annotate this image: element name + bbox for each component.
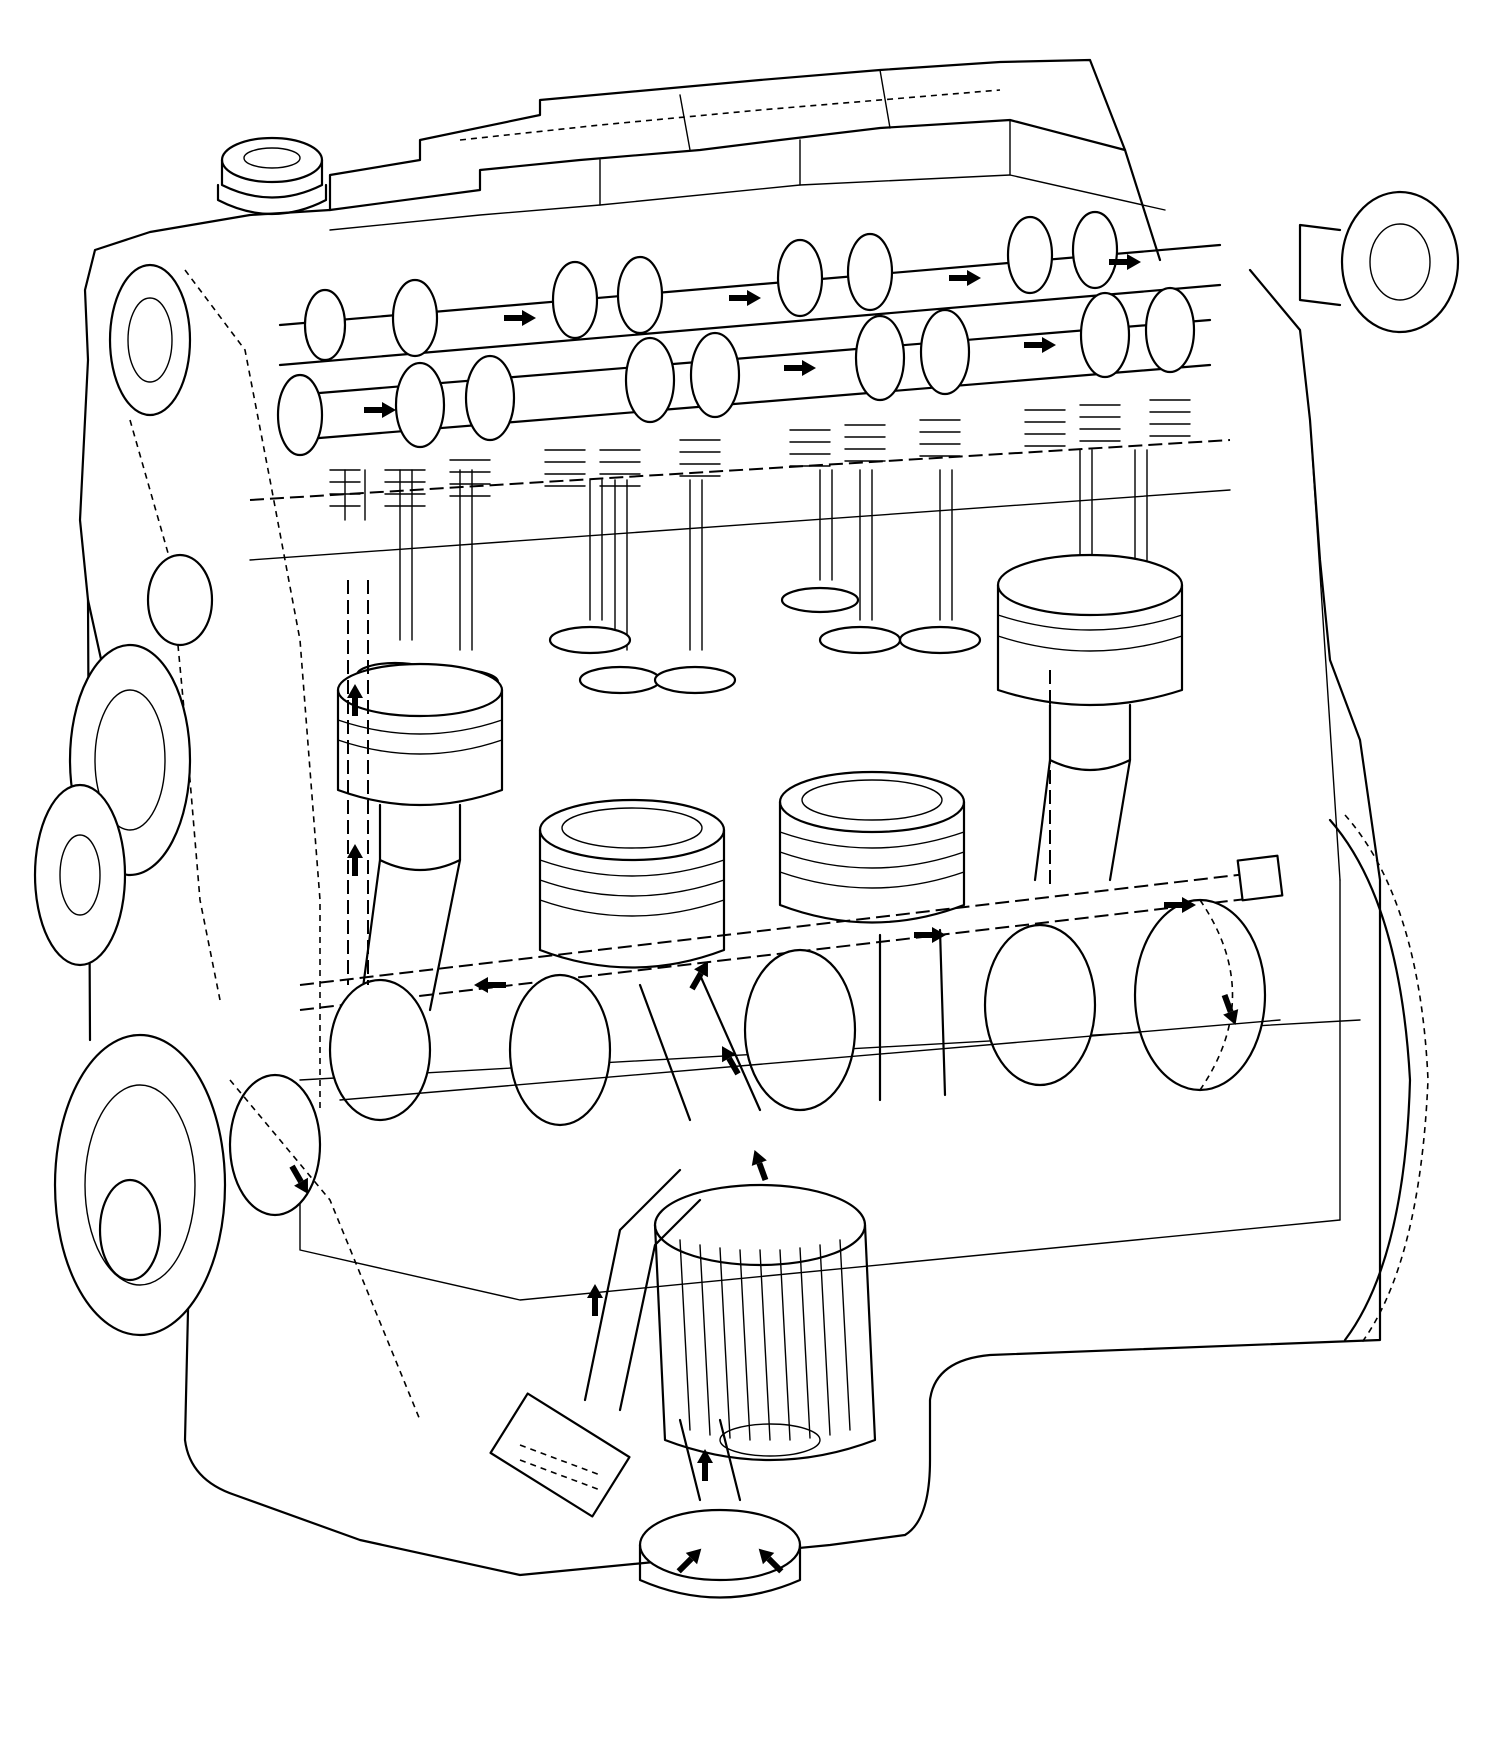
arrow-gallery-1: [474, 977, 506, 993]
arrow-filter-out: [751, 1149, 769, 1182]
arrow-crank-2: [1221, 993, 1239, 1026]
flow-arrows: [289, 254, 1239, 1574]
intake-camshaft: [278, 210, 1222, 367]
arrow-gallery-2: [914, 927, 946, 943]
arrow-exhaust-cam-3: [1024, 337, 1056, 353]
arrow-conrod-1: [722, 1046, 741, 1076]
oil-pump: [489, 1392, 631, 1518]
arrow-intake-cam-3: [949, 270, 981, 286]
arrow-pickup-2: [676, 1548, 702, 1574]
accessory-pulleys: [33, 643, 192, 967]
arrow-intake-cam-1: [504, 310, 536, 326]
timing-chain: [108, 263, 321, 1110]
arrow-intake-cam-4: [1109, 254, 1141, 270]
valve-cover: [328, 58, 1166, 262]
arrow-gallery-3: [1164, 897, 1196, 913]
crankshaft: [328, 898, 1281, 1127]
oil-riser-passage: [347, 580, 1051, 985]
exhaust-camshaft: [276, 286, 1212, 457]
arrow-riser-2: [347, 844, 363, 876]
arrow-riser-3: [587, 1284, 603, 1316]
piston-4: [996, 553, 1184, 772]
oil-filter: [653, 1183, 877, 1462]
engine-block: [78, 208, 1382, 1577]
arrow-exhaust-cam-1: [364, 402, 396, 418]
cylinder-head-deck: [249, 439, 1231, 561]
cam-sprocket-right: [1298, 190, 1460, 334]
piston-3: [778, 770, 966, 924]
crank-pulley: [53, 1033, 421, 1421]
piston-1: [336, 662, 504, 872]
oil-pickup: [638, 1418, 802, 1599]
oil-feed-tube: [583, 1168, 702, 1412]
flywheel: [1328, 814, 1429, 1346]
arrow-pickup-1: [697, 1449, 713, 1481]
arrow-riser-1: [347, 684, 363, 716]
arrow-intake-cam-2: [729, 290, 761, 306]
piston-2: [538, 798, 726, 969]
arrow-crank-1: [289, 1164, 308, 1194]
arrow-pickup-3: [758, 1548, 784, 1574]
pistons: [336, 553, 1184, 969]
arrow-conrod-2: [689, 961, 708, 991]
oil-filler-cap: [216, 136, 328, 215]
arrow-exhaust-cam-2: [784, 360, 816, 376]
